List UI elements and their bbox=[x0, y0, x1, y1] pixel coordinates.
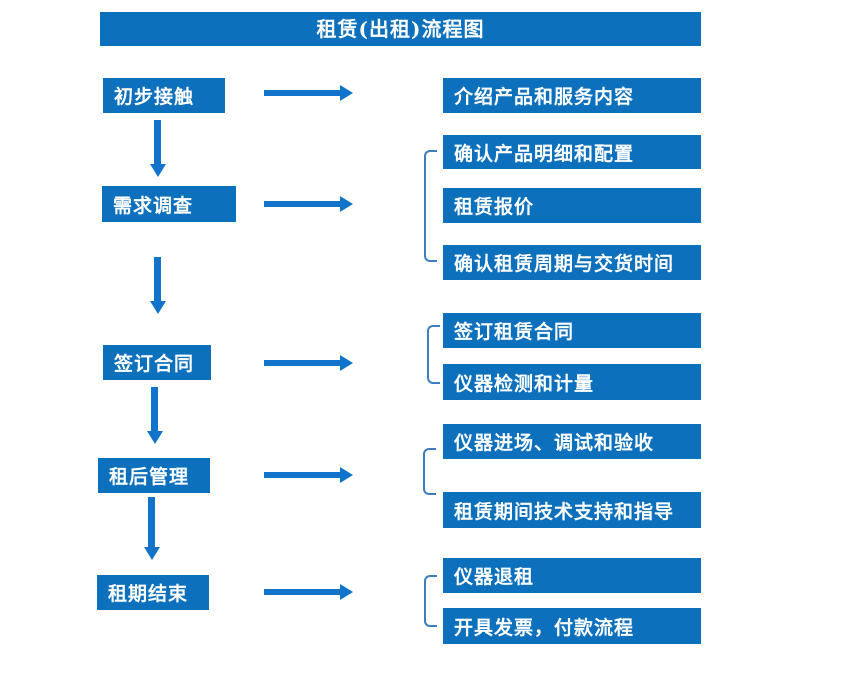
down-arrow-head bbox=[150, 164, 166, 177]
right-arrow-head bbox=[340, 467, 353, 483]
step-box-sign-contract: 签订合同 bbox=[103, 345, 211, 380]
group-bracket-needs-survey bbox=[424, 150, 437, 262]
detail-box-instrument-testing: 仪器检测和计量 bbox=[443, 364, 701, 400]
detail-box-instrument-return: 仪器退租 bbox=[443, 558, 701, 593]
detail-box-tech-support: 租赁期间技术支持和指导 bbox=[443, 492, 701, 528]
step-box-needs-survey: 需求调查 bbox=[102, 186, 236, 222]
right-arrow-head bbox=[340, 584, 353, 600]
detail-box-invoice-payment: 开具发票，付款流程 bbox=[443, 608, 701, 644]
flowchart-title: 租赁(出租)流程图 bbox=[100, 12, 701, 46]
down-arrow-shaft bbox=[151, 387, 158, 431]
down-arrow-head bbox=[144, 547, 160, 560]
right-arrow-3 bbox=[264, 355, 353, 371]
down-arrow-shaft bbox=[154, 257, 161, 301]
detail-box-introduce-products: 介绍产品和服务内容 bbox=[443, 78, 701, 113]
right-arrow-4 bbox=[264, 467, 353, 483]
right-arrow-1 bbox=[264, 85, 353, 101]
down-arrow-head bbox=[150, 301, 166, 314]
step-box-initial-contact: 初步接触 bbox=[103, 78, 225, 113]
down-arrow-3 bbox=[147, 387, 163, 444]
group-bracket-post-rental-mgmt bbox=[423, 448, 436, 495]
right-arrow-shaft bbox=[264, 589, 340, 595]
right-arrow-5 bbox=[264, 584, 353, 600]
detail-box-instrument-arrival: 仪器进场、调试和验收 bbox=[443, 424, 701, 459]
down-arrow-1 bbox=[150, 120, 166, 177]
right-arrow-shaft bbox=[264, 472, 340, 478]
down-arrow-head bbox=[147, 431, 163, 444]
right-arrow-shaft bbox=[264, 201, 340, 207]
down-arrow-shaft bbox=[148, 497, 155, 547]
down-arrow-2 bbox=[150, 257, 166, 314]
right-arrow-shaft bbox=[264, 360, 340, 366]
down-arrow-4 bbox=[144, 497, 160, 560]
detail-box-rental-quote: 租赁报价 bbox=[443, 188, 701, 223]
step-box-post-rental-mgmt: 租后管理 bbox=[98, 458, 210, 493]
step-box-rental-end: 租期结束 bbox=[97, 575, 209, 610]
right-arrow-head bbox=[340, 196, 353, 212]
group-bracket-rental-end bbox=[424, 575, 437, 627]
right-arrow-shaft bbox=[264, 90, 340, 96]
right-arrow-2 bbox=[264, 196, 353, 212]
detail-box-confirm-period: 确认租赁周期与交货时间 bbox=[443, 245, 701, 280]
detail-box-confirm-details: 确认产品明细和配置 bbox=[443, 135, 701, 169]
group-bracket-sign-contract bbox=[427, 325, 440, 384]
detail-box-sign-rental-contract: 签订租赁合同 bbox=[443, 313, 701, 348]
right-arrow-head bbox=[340, 355, 353, 371]
down-arrow-shaft bbox=[154, 120, 161, 164]
right-arrow-head bbox=[340, 85, 353, 101]
